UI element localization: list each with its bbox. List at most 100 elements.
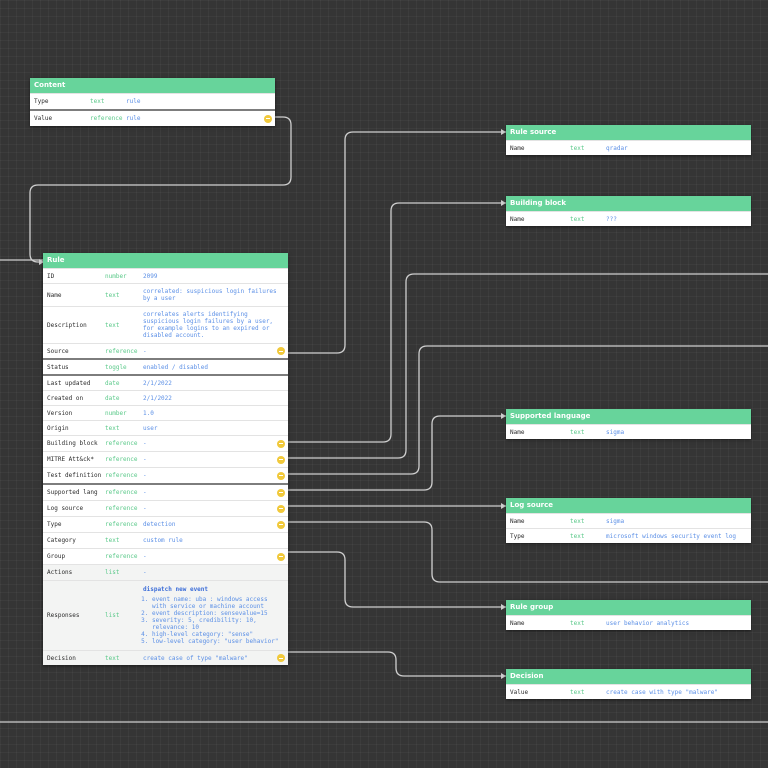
decision-title: Decision xyxy=(506,669,751,684)
field-type: text xyxy=(570,688,585,696)
log-source-row-name: Name text sigma xyxy=(506,513,751,528)
reference-port-icon[interactable] xyxy=(277,552,285,561)
field-type: number xyxy=(105,272,127,280)
content-row-value: Value reference rule xyxy=(30,109,275,126)
rule-row-actions: Actions list - xyxy=(43,564,288,580)
content-node[interactable]: Content Type text rule Value reference r… xyxy=(30,78,275,126)
field-value: 2/1/2022 xyxy=(143,379,172,387)
field-name: Supported lang xyxy=(47,489,98,496)
rule-row-description: Description text correlates alerts ident… xyxy=(43,306,288,343)
response-item: event name: uba : windows access with se… xyxy=(152,596,284,610)
responses-list: event name: uba : windows access with se… xyxy=(143,596,284,645)
rule-node-title: Rule xyxy=(43,253,288,268)
field-name: Name xyxy=(510,517,525,525)
field-name: ID xyxy=(47,272,55,280)
field-value: correlates alerts identifying suspicious… xyxy=(143,311,274,339)
building-block-node[interactable]: Building block Name text ??? xyxy=(506,196,751,226)
field-name: MITRE Att&ck* xyxy=(47,456,94,463)
field-value: - xyxy=(143,505,147,512)
supported-language-node[interactable]: Supported language Name text sigma xyxy=(506,409,751,439)
reference-port-icon[interactable] xyxy=(277,520,285,529)
field-value: sigma xyxy=(606,428,625,436)
log-source-node[interactable]: Log source Name text sigma Type text mic… xyxy=(506,498,751,543)
rule-row-version: Version number 1.0 xyxy=(43,405,288,420)
field-value: create case with type "malware" xyxy=(606,688,718,696)
field-type: text xyxy=(570,532,585,540)
rule-row-origin: Origin text user xyxy=(43,420,288,435)
content-row-type: Type text rule xyxy=(30,93,275,109)
field-value: 1.0 xyxy=(143,409,154,417)
field-value: rule xyxy=(126,115,141,122)
field-value: create case of type "malware" xyxy=(143,654,248,662)
connector-group xyxy=(284,551,506,608)
reference-port-icon[interactable] xyxy=(264,114,272,123)
reference-port-icon[interactable] xyxy=(277,471,285,480)
building-block-row-name: Name text ??? xyxy=(506,211,751,226)
rule-source-node[interactable]: Rule source Name text qradar xyxy=(506,125,751,155)
field-name: Last updated xyxy=(47,379,91,387)
reference-port-icon[interactable] xyxy=(277,439,285,448)
field-value: sigma xyxy=(606,517,625,525)
field-name: Name xyxy=(510,619,525,627)
field-type: reference xyxy=(105,440,138,447)
rule-row-mitre: MITRE Att&ck* reference - xyxy=(43,451,288,467)
field-name: Decision xyxy=(47,654,76,662)
building-block-title: Building block xyxy=(506,196,751,211)
rule-row-status: Status toggle enabled / disabled xyxy=(43,358,288,374)
field-value: microsoft windows security event log xyxy=(606,532,737,540)
reference-port-icon[interactable] xyxy=(277,504,285,513)
log-source-title: Log source xyxy=(506,498,751,513)
response-item: event description: sensevalue=15 xyxy=(152,610,284,617)
field-name: Origin xyxy=(47,424,69,432)
rule-row-category: Category text custom rule xyxy=(43,532,288,548)
content-node-title: Content xyxy=(30,78,275,93)
field-value: - xyxy=(143,489,147,496)
field-value: enabled / disabled xyxy=(143,363,209,371)
rule-row-test-definition: Test definition reference - xyxy=(43,467,288,483)
field-value: detection xyxy=(143,521,176,528)
field-type: text xyxy=(105,321,120,329)
reference-port-icon[interactable] xyxy=(277,654,285,662)
field-type: text xyxy=(90,98,105,105)
field-name: Description xyxy=(47,321,87,329)
rule-row-log-source: Log source reference - xyxy=(43,500,288,516)
rule-row-type: Type reference detection xyxy=(43,516,288,532)
reference-port-icon[interactable] xyxy=(277,488,285,497)
field-type: reference xyxy=(105,456,138,463)
field-name: Group xyxy=(47,553,66,560)
field-name: Actions xyxy=(47,569,73,576)
field-type: text xyxy=(105,537,120,544)
field-type: list xyxy=(105,569,120,576)
rule-group-title: Rule group xyxy=(506,600,751,615)
field-value: user behavior analytics xyxy=(606,619,690,627)
field-name: Building block xyxy=(47,440,98,447)
field-name: Test definition xyxy=(47,472,102,479)
rule-source-row-name: Name text qradar xyxy=(506,140,751,155)
rule-node[interactable]: Rule ID number 2099 Name text correlated… xyxy=(43,253,288,665)
field-value: 2/1/2022 xyxy=(143,394,172,402)
field-name: Name xyxy=(47,291,62,299)
reference-port-icon[interactable] xyxy=(277,347,285,355)
field-type: text xyxy=(105,424,120,432)
field-name: Source xyxy=(47,347,69,355)
decision-node[interactable]: Decision Value text create case with typ… xyxy=(506,669,751,699)
connector-source-rulesource xyxy=(284,131,506,354)
responses-title: dispatch new event xyxy=(143,586,209,593)
field-value: - xyxy=(143,472,147,479)
reference-port-icon[interactable] xyxy=(277,455,285,464)
field-name: Name xyxy=(510,215,525,223)
rule-group-node[interactable]: Rule group Name text user behavior analy… xyxy=(506,600,751,630)
field-type: date xyxy=(105,394,120,402)
field-name: Type xyxy=(47,521,62,528)
field-type: text xyxy=(105,291,120,299)
log-source-row-type: Type text microsoft windows security eve… xyxy=(506,528,751,543)
field-type: toggle xyxy=(105,363,127,371)
responses-content: dispatch new event event name: uba : win… xyxy=(143,586,288,645)
field-name: Log source xyxy=(47,505,84,512)
field-value: rule xyxy=(126,98,141,105)
rule-row-supported-lang: Supported lang reference - xyxy=(43,483,288,500)
field-value: 2099 xyxy=(143,272,158,280)
rule-group-row-name: Name text user behavior analytics xyxy=(506,615,751,630)
supported-language-title: Supported language xyxy=(506,409,751,424)
field-type: date xyxy=(105,379,120,387)
